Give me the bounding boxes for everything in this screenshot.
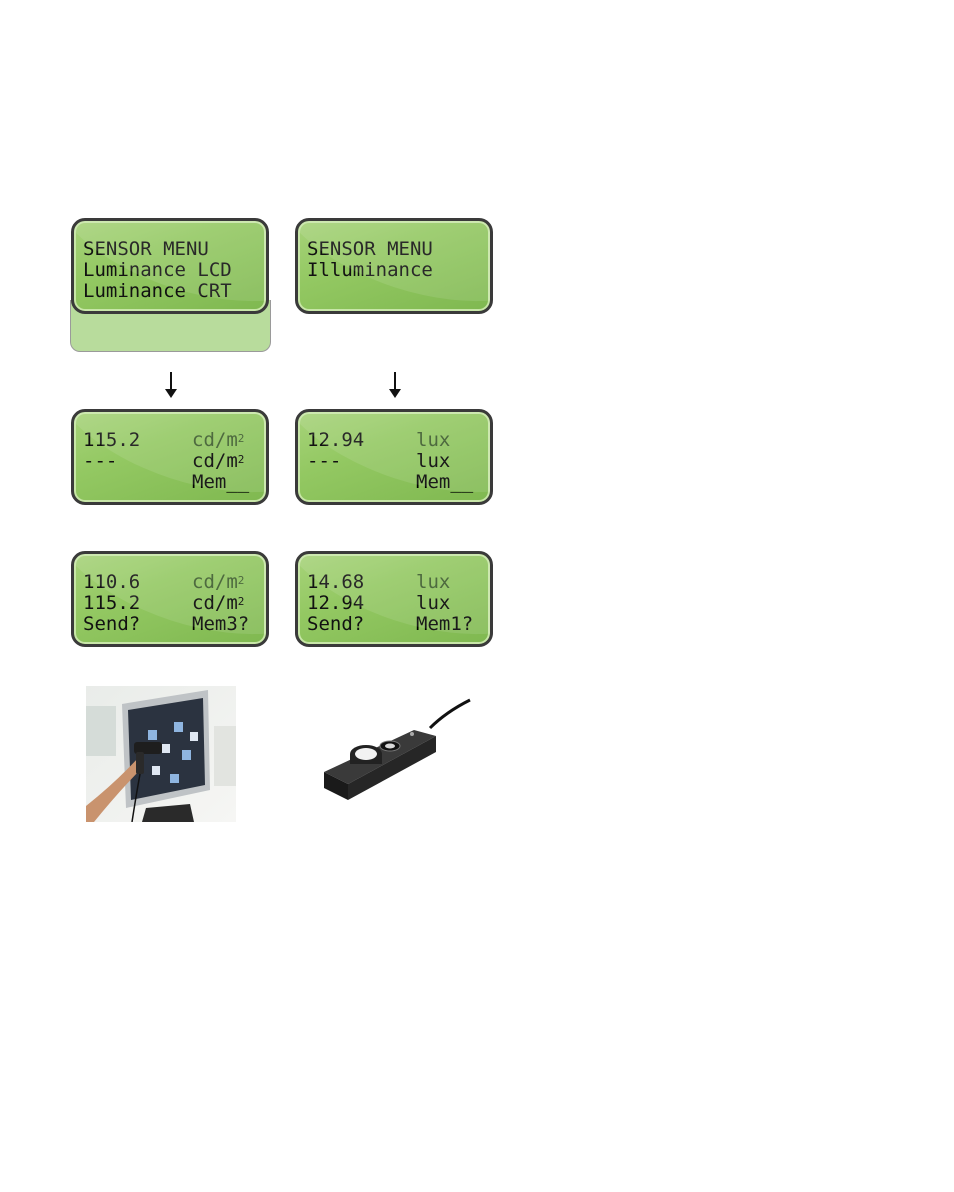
lcd-illuminance-save: 14.68 12.94 Send? lux lux Mem1?	[295, 551, 493, 647]
lcd-line-2: Illuminance	[307, 260, 433, 281]
unit-1: lux	[416, 572, 450, 593]
lcd-line-3: Luminance CRT	[83, 281, 232, 302]
unit-2: lux	[416, 593, 450, 614]
lcd-sensor-menu-illuminance: SENSOR MENU Illuminance	[295, 218, 493, 314]
reading-value-1: 110.6	[83, 572, 140, 593]
unit-1: cd/m2	[192, 572, 244, 593]
lcd-sensor-menu-luminance: SENSOR MENU Luminance LCD Luminance CRT	[71, 218, 269, 314]
unit-1: lux	[416, 430, 450, 451]
luminance-sensor-monitor-photo	[86, 686, 236, 822]
unit-1: cd/m2	[192, 430, 244, 451]
reading-value-1: 115.2	[83, 430, 140, 451]
lcd-luminance-save: 110.6 115.2 Send? cd/m2 cd/m2 Mem3?	[71, 551, 269, 647]
down-arrow-icon	[394, 372, 396, 392]
memory-slot: Mem__	[416, 472, 473, 493]
lcd-line-2: Luminance LCD	[83, 260, 232, 281]
lcd-illuminance-reading: 12.94 --- lux lux Mem__	[295, 409, 493, 505]
reading-value-1: 14.68	[307, 572, 364, 593]
reading-value-2: 12.94	[307, 593, 364, 614]
lcd-line-1: SENSOR MENU	[307, 239, 433, 260]
lcd-line-1: SENSOR MENU	[83, 239, 209, 260]
reading-value-2: ---	[307, 451, 341, 472]
memory-prompt: Mem3?	[192, 614, 249, 635]
unit-2: cd/m2	[192, 593, 244, 614]
memory-prompt: Mem1?	[416, 614, 473, 635]
memory-slot: Mem__	[192, 472, 249, 493]
illuminance-sensor-photo	[318, 696, 476, 806]
send-prompt: Send?	[83, 614, 140, 635]
send-prompt: Send?	[307, 614, 364, 635]
unit-2: cd/m2	[192, 451, 244, 472]
lcd-luminance-reading: 115.2 --- cd/m2 cd/m2 Mem__	[71, 409, 269, 505]
reading-value-2: ---	[83, 451, 117, 472]
reading-value-2: 115.2	[83, 593, 140, 614]
unit-2: lux	[416, 451, 450, 472]
down-arrow-icon	[170, 372, 172, 392]
reading-value-1: 12.94	[307, 430, 364, 451]
